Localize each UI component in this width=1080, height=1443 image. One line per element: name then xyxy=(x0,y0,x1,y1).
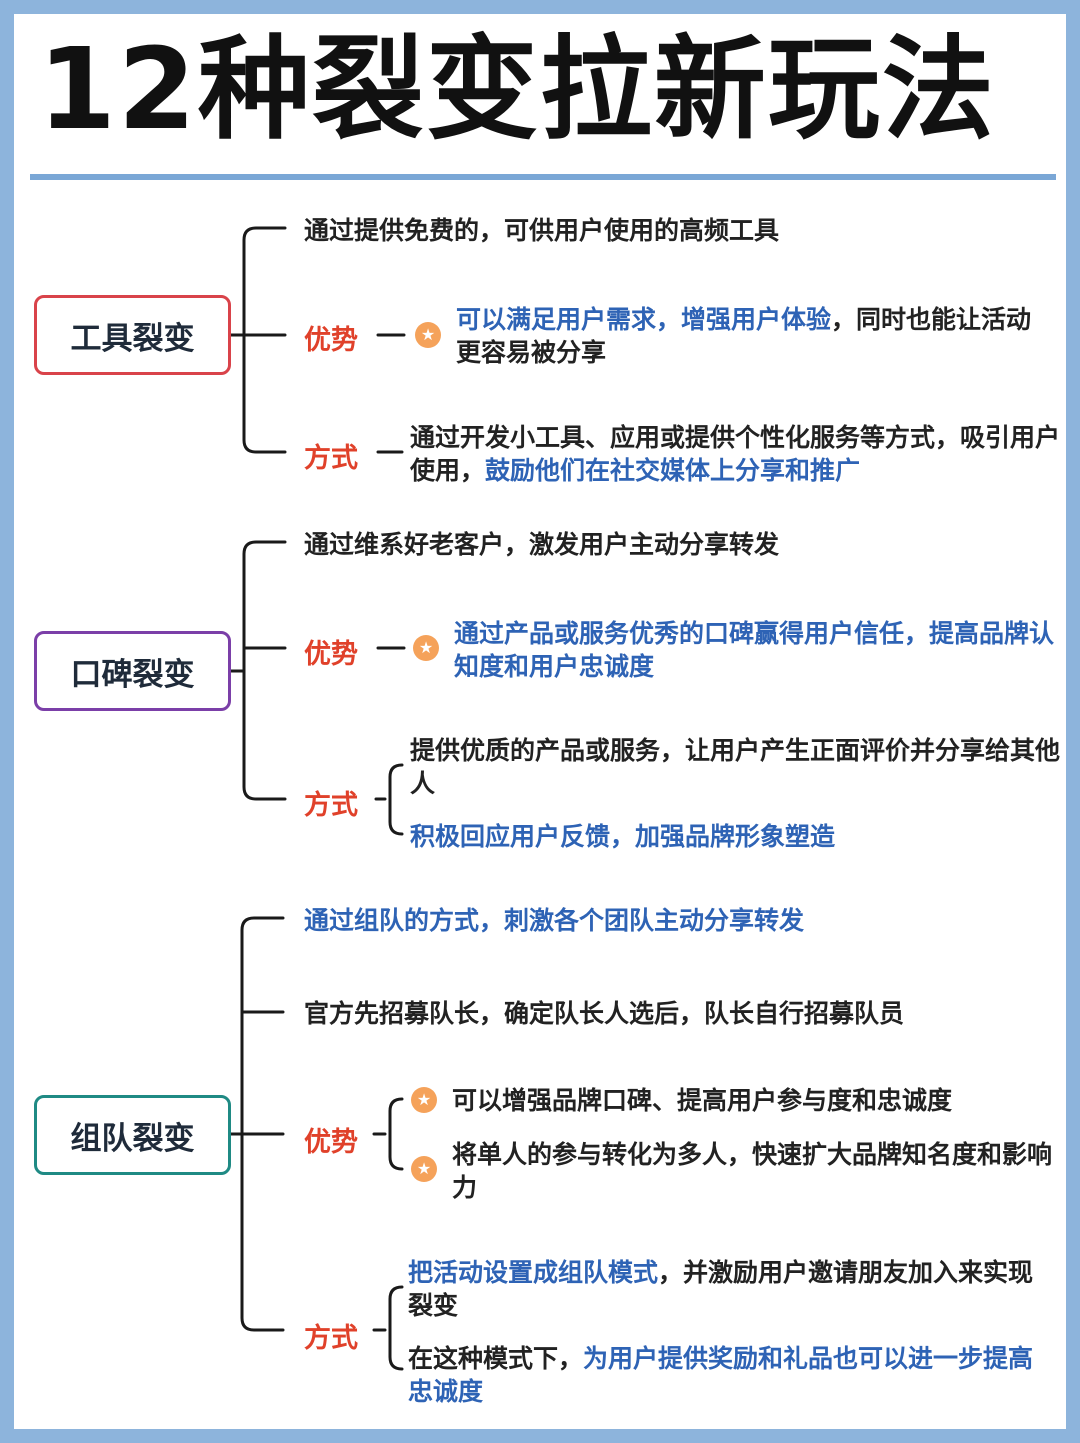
team-fission-title: 组队裂变 xyxy=(70,1120,195,1157)
tool-method-plain: 通过开发小工具、应用或提供个性化服务等方式，吸引用户使用， xyxy=(410,423,1061,485)
wom-method-item-2: 积极回应用户反馈，加强品牌形象塑造 xyxy=(410,822,836,851)
tool-fission-title: 工具裂变 xyxy=(70,320,195,357)
tool-advantage-rest: ，同时也能让活动更容易被分享 xyxy=(456,305,1032,367)
wom-advantage-text: 通过产品或服务优秀的口碑赢得用户信任，提高品牌认知度和用户忠诚度 xyxy=(454,619,1055,681)
tool-method-label: 方式 xyxy=(304,443,358,474)
star-icon: ★ xyxy=(413,635,439,661)
team-connector xyxy=(227,916,387,1332)
title-divider xyxy=(30,174,1056,180)
team-method-brace xyxy=(388,1285,404,1371)
team-advantage-item-2: 将单人的参与转化为多人，快速扩大品牌知名度和影响力 xyxy=(452,1140,1053,1202)
wom-connector xyxy=(229,540,406,801)
team-method-item-2: 在这种模式下，为用户提供奖励和礼品也可以进一步提高忠诚度 xyxy=(408,1342,1058,1408)
tool-fission-box: 工具裂变 xyxy=(34,295,231,375)
wom-method-item-1: 提供优质的产品或服务，让用户产生正面评价并分享给其他人 xyxy=(410,736,1061,798)
tool-connector xyxy=(229,226,406,454)
team-method-1-rest: ，并激励用户邀请朋友加入来实现裂变 xyxy=(408,1258,1034,1320)
team-method-2-highlight: 为用户提供奖励和礼品也可以进一步提高忠诚度 xyxy=(408,1344,1034,1406)
word-of-mouth-box: 口碑裂变 xyxy=(34,631,231,711)
team-method-1-highlight: 把活动设置成组队模式 xyxy=(408,1258,659,1287)
wom-method-label: 方式 xyxy=(304,790,358,821)
star-icon: ★ xyxy=(415,322,441,348)
tool-intro-text: 通过提供免费的，可供用户使用的高频工具 xyxy=(304,216,780,245)
team-intro-text-2: 官方先招募队长，确定队长人选后，队长自行招募队员 xyxy=(304,999,905,1028)
team-method-label: 方式 xyxy=(304,1323,358,1354)
word-of-mouth-title: 口碑裂变 xyxy=(70,656,195,693)
wom-advantage-label: 优势 xyxy=(304,639,358,670)
wom-intro-text: 通过维系好老客户，激发用户主动分享转发 xyxy=(304,530,780,559)
wom-method-brace xyxy=(388,763,404,836)
team-method-item-1: 把活动设置成组队模式，并激励用户邀请朋友加入来实现裂变 xyxy=(408,1256,1058,1322)
tool-method-highlight: 鼓励他们在社交媒体上分享和推广 xyxy=(485,456,861,485)
poster-card xyxy=(14,14,1066,1429)
team-method-2-plain: 在这种模式下， xyxy=(408,1344,584,1373)
team-advantage-label: 优势 xyxy=(304,1127,358,1158)
team-advantage-item-1: 可以增强品牌口碑、提高用户参与度和忠诚度 xyxy=(452,1086,953,1115)
team-fission-box: 组队裂变 xyxy=(34,1095,231,1175)
tool-method-text: 通过开发小工具、应用或提供个性化服务等方式，吸引用户使用，鼓励他们在社交媒体上分… xyxy=(410,421,1060,487)
team-advantage-brace xyxy=(388,1097,404,1171)
page-title: 12种裂变拉新玩法 xyxy=(38,25,996,155)
tool-advantage-highlight: 可以满足用户需求，增强用户体验 xyxy=(456,305,832,334)
star-icon: ★ xyxy=(411,1087,437,1113)
tool-advantage-text: 可以满足用户需求，增强用户体验，同时也能让活动更容易被分享 xyxy=(456,303,1054,369)
tool-advantage-label: 优势 xyxy=(304,325,358,356)
star-icon: ★ xyxy=(411,1156,437,1182)
team-intro-text-1: 通过组队的方式，刺激各个团队主动分享转发 xyxy=(304,906,805,935)
